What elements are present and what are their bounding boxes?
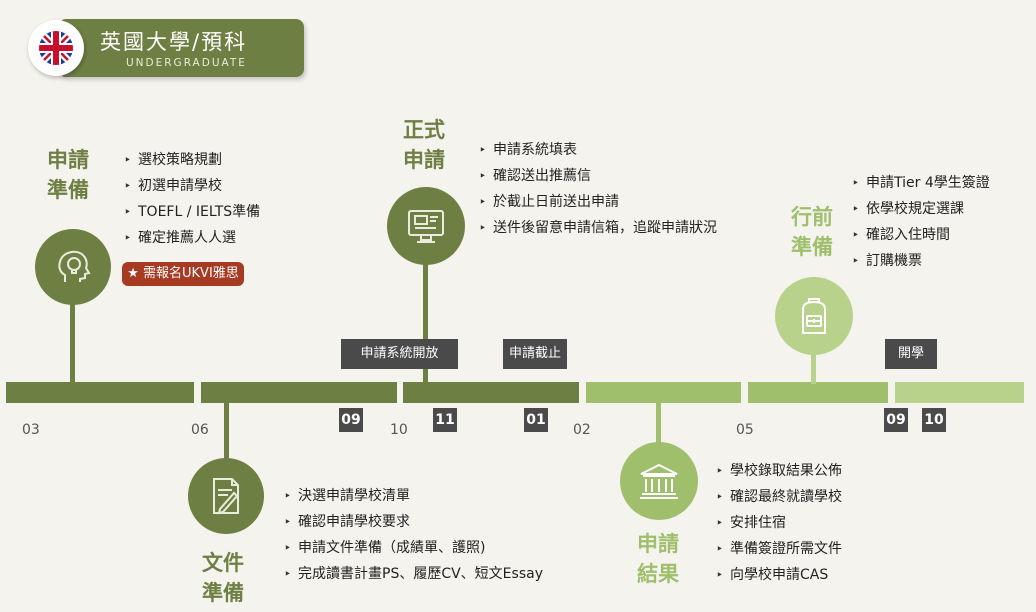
- month-box-11: 11: [433, 408, 457, 432]
- timeline-segment-2: [201, 382, 397, 403]
- stage-result-title: 申請 結果: [637, 529, 679, 589]
- month-label-03: 03: [22, 422, 40, 438]
- stem-depart: [811, 352, 816, 384]
- page-header: 英國大學/預科 UNDERGRADUATE: [28, 18, 304, 78]
- tag-system-open: 申請系統開放: [341, 339, 458, 369]
- stage-apply-title: 正式 申請: [403, 115, 445, 175]
- stage-depart-title-line1: 行前: [791, 205, 833, 229]
- stage-prep-title-line1: 申請: [47, 148, 89, 172]
- stem-apply: [423, 262, 428, 384]
- stage-docs-list: 決選申請學校清單 確認申請學校要求 申請文件準備（成績單、護照) 完成讀書計畫P…: [282, 483, 543, 587]
- timeline-segment-4: [586, 382, 741, 403]
- list-item: 確認申請學校要求: [282, 509, 543, 535]
- stage-apply-circle: [387, 187, 465, 265]
- list-item: 申請Tier 4學生簽證: [850, 170, 990, 196]
- stage-depart-circle: [775, 277, 853, 355]
- ukvi-ielts-badge: ★ 需報名UKVI雅思: [122, 262, 244, 286]
- uk-flag-icon: [28, 20, 84, 76]
- month-box-10b: 10: [922, 408, 946, 432]
- month-box-01: 01: [524, 408, 548, 432]
- list-item: 訂購機票: [850, 248, 990, 274]
- list-item: 完成讀書計畫PS、履歷CV、短文Essay: [282, 561, 543, 587]
- timeline-segment-1: [6, 382, 194, 403]
- page-subtitle: UNDERGRADUATE: [126, 57, 247, 69]
- list-item: 安排住宿: [714, 510, 842, 536]
- brain-lightbulb-icon: [58, 250, 91, 282]
- list-item: 學校錄取結果公佈: [714, 458, 842, 484]
- list-item: 送件後留意申請信箱，追蹤申請狀況: [477, 215, 717, 241]
- timeline-segment-5: [748, 382, 888, 403]
- stem-docs: [224, 400, 229, 462]
- list-item: 確認最終就讀學校: [714, 484, 842, 510]
- list-item: 向學校申請CAS: [714, 562, 842, 588]
- list-item: 申請文件準備（成績單、護照): [282, 535, 543, 561]
- backpack-icon: [802, 298, 826, 334]
- timeline-segment-3: [403, 382, 579, 403]
- stage-apply-title-line2: 申請: [403, 148, 445, 172]
- stage-depart-list: 申請Tier 4學生簽證 依學校規定選課 確認入住時間 訂購機票: [850, 170, 990, 274]
- list-item: 決選申請學校清單: [282, 483, 543, 509]
- stage-result-title-line1: 申請: [637, 532, 679, 556]
- list-item: 選校策略規劃: [122, 147, 260, 173]
- computer-form-icon: [408, 210, 444, 243]
- stage-docs-title-line1: 文件: [202, 551, 244, 575]
- stage-docs-circle: [188, 458, 264, 534]
- month-label-02: 02: [573, 422, 591, 438]
- month-label-10: 10: [390, 422, 408, 438]
- stage-docs-title-line2: 準備: [202, 581, 244, 605]
- timeline-segment-6: [895, 382, 1024, 403]
- list-item: 初選申請學校: [122, 173, 260, 199]
- list-item: 準備簽證所需文件: [714, 536, 842, 562]
- document-pen-icon: [213, 478, 239, 515]
- stage-depart-title: 行前 準備: [791, 202, 833, 262]
- stage-result-list: 學校錄取結果公佈 確認最終就讀學校 安排住宿 準備簽證所需文件 向學校申請CAS: [714, 458, 842, 588]
- stage-prep-circle: [35, 229, 111, 305]
- stage-prep-title: 申請 準備: [47, 145, 89, 205]
- month-label-05: 05: [736, 422, 754, 438]
- stage-result-circle: [620, 442, 698, 520]
- list-item: 申請系統填表: [477, 137, 717, 163]
- tag-deadline: 申請截止: [503, 339, 567, 369]
- month-box-09b: 09: [884, 408, 908, 432]
- stage-apply-title-line1: 正式: [403, 118, 445, 142]
- stage-docs-title: 文件 準備: [202, 548, 244, 608]
- list-item: 確認送出推薦信: [477, 163, 717, 189]
- list-item: TOEFL / IELTS準備: [122, 199, 260, 225]
- month-box-09: 09: [339, 408, 363, 432]
- list-item: 依學校規定選課: [850, 196, 990, 222]
- list-item: 確認入住時間: [850, 222, 990, 248]
- page-title: 英國大學/預科: [100, 30, 248, 54]
- stage-apply-list: 申請系統填表 確認送出推薦信 於截止日前送出申請 送件後留意申請信箱，追蹤申請狀…: [477, 137, 717, 241]
- university-building-icon: [640, 463, 678, 499]
- list-item: 確定推薦人人選: [122, 225, 260, 251]
- stage-prep-list: 選校策略規劃 初選申請學校 TOEFL / IELTS準備 確定推薦人人選: [122, 147, 260, 251]
- stem-prep: [70, 300, 75, 384]
- stage-result-title-line2: 結果: [637, 562, 679, 586]
- tag-school-start: 開學: [885, 339, 937, 369]
- month-label-06: 06: [191, 422, 209, 438]
- stem-result: [656, 400, 661, 446]
- stage-prep-title-line2: 準備: [47, 178, 89, 202]
- header-banner: [58, 19, 304, 77]
- stage-depart-title-line2: 準備: [791, 235, 833, 259]
- list-item: 於截止日前送出申請: [477, 189, 717, 215]
